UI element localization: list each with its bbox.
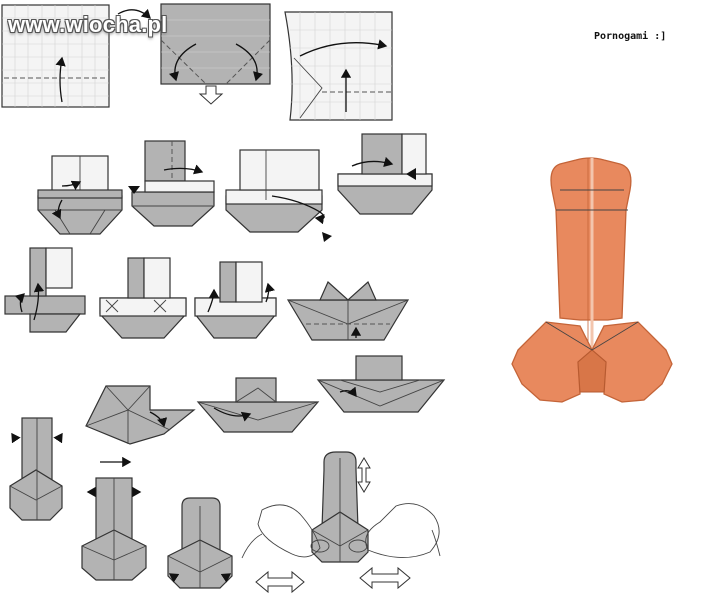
step-1 — [1, 4, 110, 108]
turn-over-triangle-icon — [128, 186, 140, 194]
double-arrow-icon — [359, 566, 411, 590]
turn-over-triangle-icon — [322, 232, 332, 242]
step-12 — [85, 385, 196, 445]
step-13 — [196, 377, 320, 433]
step-15 — [9, 417, 63, 521]
double-arrow-icon — [255, 570, 305, 594]
finished-model-photo — [511, 157, 673, 403]
turn-over-triangle-icon — [406, 168, 416, 180]
step-17 — [167, 497, 233, 589]
step-9 — [99, 257, 187, 339]
watermark-text: www.wiocha.pl — [8, 12, 168, 37]
step-3 — [284, 11, 393, 121]
step-6 — [225, 149, 332, 242]
step-4 — [37, 155, 123, 235]
step-10 — [194, 261, 277, 339]
push-arrow-icon — [198, 85, 224, 105]
caption-text: Pornogami :] — [594, 31, 667, 42]
step-8 — [4, 247, 86, 333]
step-14 — [316, 355, 446, 413]
step-11 — [286, 281, 410, 341]
step-16 — [81, 456, 147, 581]
step-2 — [117, 3, 271, 105]
step-5 — [128, 140, 215, 227]
step-18 — [241, 451, 441, 594]
step-7 — [337, 133, 433, 215]
double-arrow-icon — [357, 457, 371, 493]
